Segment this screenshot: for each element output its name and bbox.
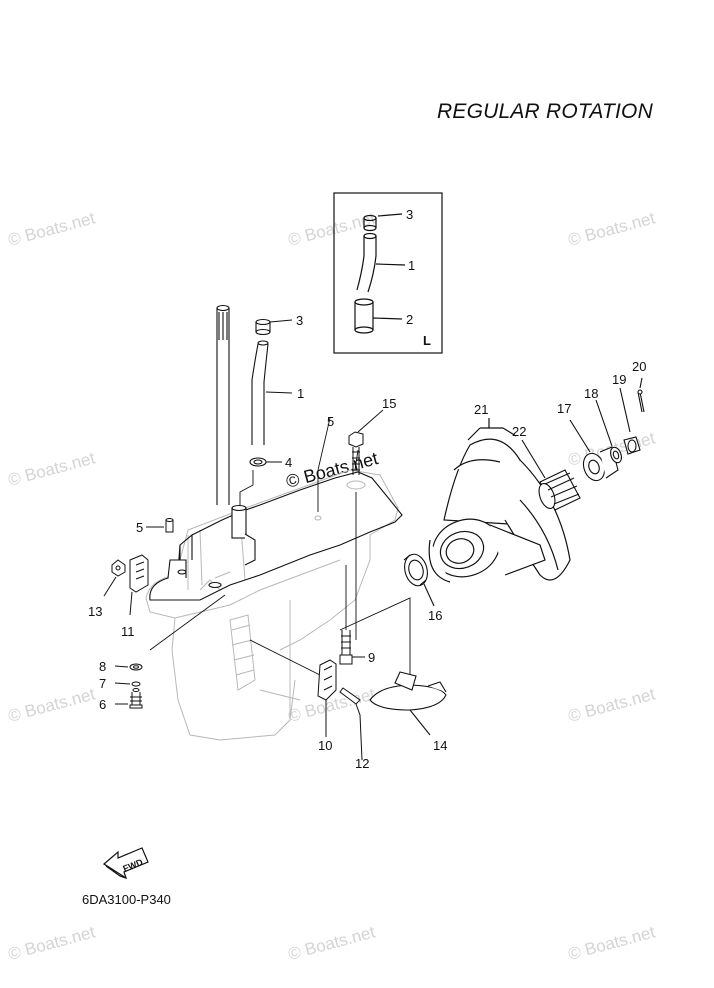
- callout-21: 21: [474, 402, 488, 417]
- callout-9: 9: [368, 650, 375, 665]
- pin-part-5: [146, 518, 174, 533]
- callout-1: 1: [408, 258, 415, 273]
- callout-5: 5: [327, 414, 334, 429]
- diagram-title: REGULAR ROTATION: [437, 100, 653, 123]
- callout-8: 8: [99, 659, 106, 674]
- callouts: 3 1 2 3 1 4 5 15 5 13 11 8 7 6 9 10 12 1…: [88, 207, 646, 771]
- callout-18: 18: [584, 386, 598, 401]
- watermarks: © Boats.net © Boats.net © Boats.net © Bo…: [6, 208, 657, 963]
- callout-16: 16: [428, 608, 442, 623]
- callout-19: 19: [612, 372, 626, 387]
- callout-11: 11: [121, 624, 135, 639]
- bolt-part-9: [339, 630, 365, 665]
- callout-3: 3: [406, 207, 413, 222]
- callout-20: 20: [632, 359, 646, 374]
- bolt-part-15: [348, 409, 384, 475]
- watermark: © Boats.net: [566, 684, 657, 725]
- thrust-part-16: [403, 553, 435, 607]
- callout-7: 7: [99, 676, 106, 691]
- watermark: © Boats.net: [566, 922, 657, 963]
- fwd-arrow-icon: FWD: [102, 847, 149, 880]
- callout-5: 5: [136, 520, 143, 535]
- anode-part-10: [317, 659, 363, 761]
- callout-14: 14: [433, 738, 447, 753]
- callout-1: 1: [297, 386, 304, 401]
- watermark: © Boats.net: [566, 208, 657, 249]
- drive-shaft: [216, 304, 230, 505]
- callout-10: 10: [318, 738, 332, 753]
- propeller-part-21: [428, 418, 571, 583]
- callout-2: 2: [406, 312, 413, 327]
- fasteners-6-7-8: [114, 663, 143, 709]
- watermark: © Boats.net: [6, 208, 97, 249]
- callout-12: 12: [355, 756, 369, 771]
- lower-casing-ghost: [145, 469, 399, 741]
- diagram-code: 6DA3100-P340: [82, 892, 171, 907]
- callout-3: 3: [296, 313, 303, 328]
- watermark: © Boats.net: [6, 922, 97, 963]
- callout-22: 22: [512, 424, 526, 439]
- cover-part-11: [103, 554, 149, 616]
- watermark: © Boats.net: [6, 684, 97, 725]
- callout-6: 6: [99, 697, 106, 712]
- guide-lines: [149, 417, 411, 680]
- inset-label: L: [423, 333, 431, 348]
- watermark: © Boats.net: [6, 448, 97, 489]
- callout-13: 13: [88, 604, 102, 619]
- inset-box: L: [333, 192, 443, 354]
- watermark: © Boats.net: [286, 922, 377, 963]
- callout-17: 17: [557, 401, 571, 416]
- hose-assembly: [249, 318, 293, 467]
- spacer-part-22: [521, 439, 581, 511]
- callout-15: 15: [382, 396, 396, 411]
- hardware-17-20: [569, 377, 645, 482]
- anode-part-14: [369, 671, 447, 736]
- callout-4: 4: [285, 455, 292, 470]
- gearcase-body: [149, 471, 403, 601]
- watermark-dark: © Boats.net: [284, 448, 380, 492]
